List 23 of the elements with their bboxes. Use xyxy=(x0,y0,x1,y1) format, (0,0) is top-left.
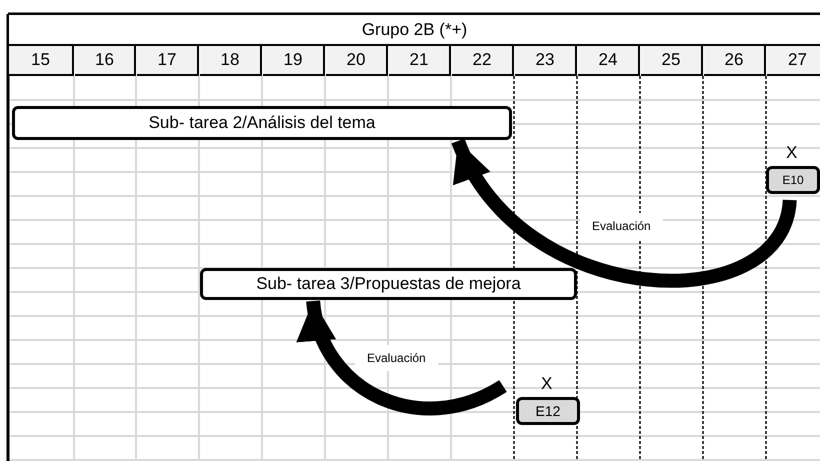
mark-text: X xyxy=(541,375,552,392)
column-header: 18 xyxy=(200,46,262,76)
milestone-box: E12 xyxy=(516,397,580,425)
column-header: 21 xyxy=(389,46,451,76)
column-header: 15 xyxy=(9,46,74,76)
task-bar: Sub- tarea 3/Propuestas de mejora xyxy=(200,268,577,300)
table-header: Grupo 2B (*+) xyxy=(9,15,820,46)
column-header: 27 xyxy=(767,46,820,76)
curved-arrow xyxy=(452,138,797,288)
edge-label: Evaluación xyxy=(355,345,438,371)
edge-label: Evaluación xyxy=(580,213,663,239)
milestone-box: E10 xyxy=(766,166,820,194)
column-header: 20 xyxy=(326,46,388,76)
column-header: 16 xyxy=(75,46,136,76)
column-header: 19 xyxy=(263,46,325,76)
task-bar: Sub- tarea 2/Análisis del tema xyxy=(12,106,512,140)
column-header: 22 xyxy=(452,46,514,76)
column-header: 26 xyxy=(704,46,766,76)
column-header: 23 xyxy=(515,46,577,76)
column-header: 25 xyxy=(641,46,703,76)
column-header: 24 xyxy=(578,46,640,76)
column-header: 17 xyxy=(137,46,199,76)
mark-text: X xyxy=(786,144,798,161)
